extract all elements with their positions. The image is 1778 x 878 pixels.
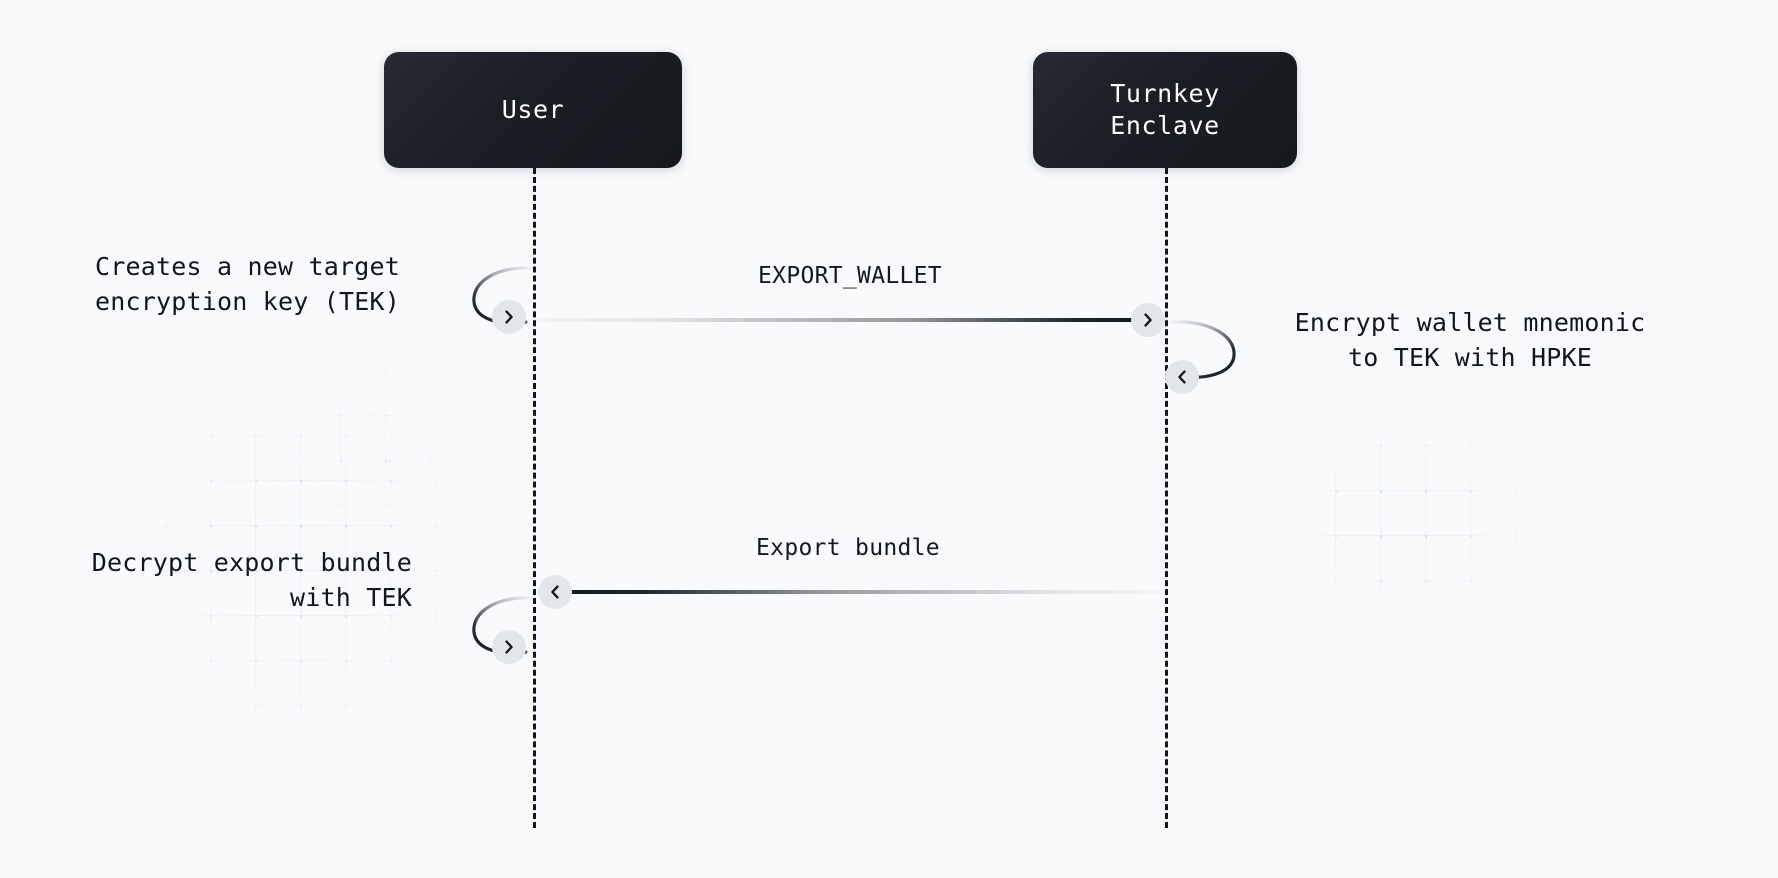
self-loop-arrowhead-create-tek[interactable] bbox=[492, 300, 526, 334]
chevron-right-icon bbox=[1144, 313, 1152, 327]
background-grid-decoration-right bbox=[1245, 400, 1565, 640]
chevron-left-icon bbox=[1178, 370, 1186, 384]
note-encrypt-mnemonic: Encrypt wallet mnemonic to TEK with HPKE bbox=[1294, 308, 1646, 372]
message-arrowhead-export-bundle[interactable] bbox=[538, 575, 572, 609]
actor-label-enclave: Turnkey Enclave bbox=[1110, 79, 1220, 140]
actor-box-enclave[interactable]: Turnkey Enclave bbox=[1033, 52, 1297, 168]
message-label-export-wallet: EXPORT_WALLET bbox=[758, 263, 942, 289]
message-arrowhead-export-wallet[interactable] bbox=[1131, 303, 1165, 337]
lifeline-user bbox=[533, 168, 536, 828]
self-loop-arrowhead-decrypt-bundle[interactable] bbox=[492, 630, 526, 664]
message-line-export-wallet bbox=[536, 318, 1150, 322]
note-create-tek: Creates a new target encryption key (TEK… bbox=[94, 252, 400, 316]
message-line-export-bundle bbox=[556, 590, 1168, 594]
actor-label-user: User bbox=[501, 95, 565, 124]
chevron-left-icon bbox=[551, 585, 559, 599]
chevron-right-icon bbox=[505, 640, 513, 654]
message-label-export-bundle: Export bundle bbox=[756, 535, 940, 561]
lifeline-enclave bbox=[1165, 168, 1168, 828]
chevron-right-icon bbox=[505, 310, 513, 324]
note-decrypt-bundle: Decrypt export bundle with TEK bbox=[91, 548, 412, 612]
self-loop-arrowhead-encrypt-mnemonic[interactable] bbox=[1165, 360, 1199, 394]
actor-box-user[interactable]: User bbox=[384, 52, 682, 168]
